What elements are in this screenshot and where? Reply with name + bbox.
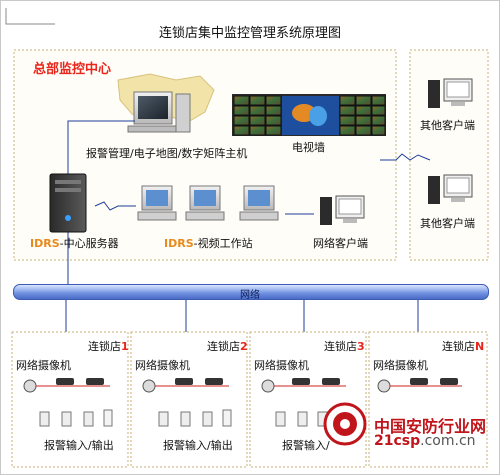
tv-wall-label: 电视墙 <box>292 141 325 154</box>
alarm-io-label: 报警输入/输出 <box>44 439 114 452</box>
branch-panel <box>130 331 248 468</box>
server-label: IDRS-中心服务器 <box>30 238 119 249</box>
branch-panel <box>11 331 129 468</box>
alarm-io-label: 报警输入/输出 <box>163 439 233 452</box>
network-bus: 网络 <box>13 284 489 301</box>
diagram-title: 连锁店集中监控管理系统原理图 <box>158 26 341 41</box>
alarm-io-label: 报警输入/ <box>282 439 330 452</box>
other-client-label: 其他客户端 <box>420 119 475 132</box>
wire-hq-other-clients <box>380 153 431 161</box>
main-host-computer-icon <box>127 91 191 133</box>
camera-label: 网络摄像机 <box>16 359 71 372</box>
camera-label: 网络摄像机 <box>135 359 190 372</box>
branch-number: 1 <box>121 340 129 353</box>
branch-name: 连锁店3 <box>324 338 365 354</box>
branch-name: 连锁店N <box>442 338 484 354</box>
wire-server-workstations <box>94 201 136 211</box>
camera-label: 网络摄像机 <box>373 359 428 372</box>
workstation-pc-icon <box>185 185 225 221</box>
workstation-label: IDRS-视频工作站 <box>164 238 253 249</box>
server-label-text: -中心服务器 <box>59 237 119 250</box>
workstation-pc-icon <box>137 185 177 221</box>
other-client-computer-icon <box>428 78 473 108</box>
hq-title: 总部监控中心 <box>33 62 112 77</box>
wire-host-server <box>67 120 135 176</box>
watermark-seal-icon <box>323 402 367 446</box>
branch-name-text: 连锁店 <box>324 340 357 353</box>
server-tower-icon <box>49 173 87 233</box>
network-client-computer-icon <box>320 195 365 225</box>
branch-name-text: 连锁店 <box>88 340 121 353</box>
net-client-label: 网络客户端 <box>313 237 368 250</box>
watermark-brand: 中国安防行业网 <box>374 417 487 436</box>
branch-name-text: 连锁店 <box>442 340 475 353</box>
branch-devices <box>23 378 462 427</box>
branch-number: 2 <box>240 340 248 353</box>
tv-wall-icon <box>232 94 386 136</box>
workstation-pc-icon <box>239 185 279 221</box>
corner-mark <box>5 8 55 25</box>
camera-label: 网络摄像机 <box>254 359 309 372</box>
workstation-label-text: -视频工作站 <box>193 237 253 250</box>
server-brand: IDRS <box>30 237 60 250</box>
other-client-label: 其他客户端 <box>420 217 475 230</box>
watermark-url-main: 21csp <box>374 433 421 449</box>
branch-name: 连锁店1 <box>88 338 129 354</box>
main-host-label: 报警管理/电子地图/数字矩阵主机 <box>86 147 248 160</box>
workstation-brand: IDRS <box>164 237 194 250</box>
branch-number: N <box>475 340 485 353</box>
network-label: 网络 <box>240 290 260 301</box>
watermark-url-tail: .com.cn <box>420 433 476 449</box>
branch-panel <box>368 331 488 468</box>
branch-name-text: 连锁店 <box>207 340 240 353</box>
other-client-computer-icon <box>428 174 473 204</box>
branch-number: 3 <box>357 340 365 353</box>
watermark-url: 21csp.com.cn <box>374 433 476 449</box>
branch-name: 连锁店2 <box>207 338 248 354</box>
